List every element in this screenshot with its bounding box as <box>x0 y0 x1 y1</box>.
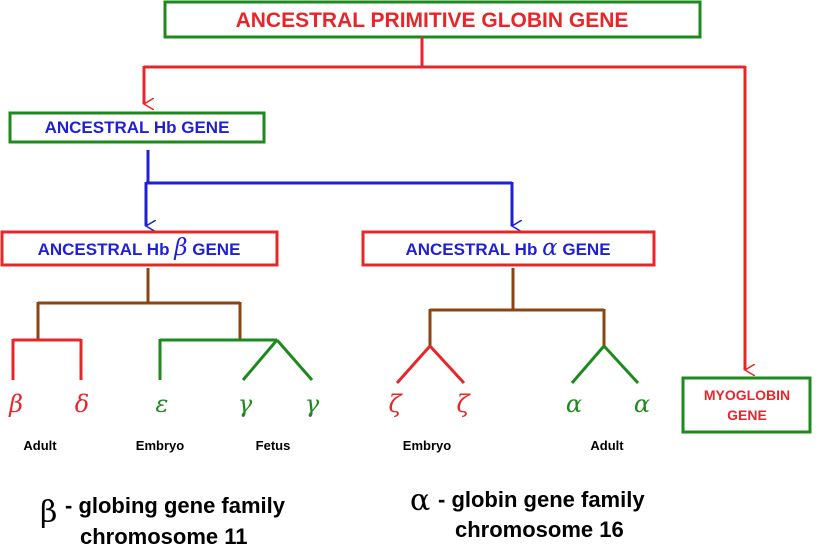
myoglobin-label-line1: MYOGLOBIN <box>704 387 790 403</box>
gamma1-gene-symbol: γ <box>238 390 253 418</box>
embryo-fetus-green-lines <box>158 338 314 381</box>
alpha1-gene-symbol: α <box>566 390 582 418</box>
zeta1-gene-symbol: ζ <box>388 390 403 418</box>
primitive-branch-lines <box>142 37 745 370</box>
gamma2-gene-symbol: γ <box>305 390 320 418</box>
beta-family-caption-symbol: β <box>40 495 57 530</box>
primitive-gene-box <box>163 0 702 39</box>
hb-beta-prefix: ANCESTRAL Hb <box>38 240 170 259</box>
beta-family-caption-line2: chromosome 11 <box>80 524 248 549</box>
hb-beta-suffix: GENE <box>192 240 240 259</box>
zeta-red-fork-lines <box>395 344 466 385</box>
alpha-adult-stage-label: Adult <box>590 438 624 453</box>
hb-alpha-prefix: ANCESTRAL Hb <box>405 240 537 259</box>
ancestral-hb-beta-gene-box <box>0 230 279 267</box>
delta-gene-symbol: δ <box>75 390 89 418</box>
alpha2-gene-symbol: α <box>634 390 650 418</box>
beta-embryo-stage-label: Embryo <box>136 438 184 453</box>
hb-beta-symbol: β <box>173 235 187 261</box>
ancestral-hb-alpha-gene-label: ANCESTRAL Hb α GENE <box>405 235 610 261</box>
beta-family-brown-lines <box>36 268 242 340</box>
adult-beta-delta-lines <box>11 338 83 380</box>
alpha-embryo-stage-label: Embryo <box>403 438 451 453</box>
myoglobin-label-line2: GENE <box>727 407 767 423</box>
beta-adult-stage-label: Adult <box>23 438 57 453</box>
epsilon-gene-symbol: ε <box>156 390 169 418</box>
alpha-family-caption-symbol: α <box>410 483 430 518</box>
alpha-family-caption-line1: - globin gene family <box>438 487 645 512</box>
ancestral-hb-gene-label: ANCESTRAL Hb GENE <box>45 118 230 137</box>
ancestral-hb-alpha-gene-box <box>361 230 656 267</box>
ancestral-hb-gene-box <box>8 111 266 144</box>
alpha-family-caption-line2: chromosome 16 <box>455 517 624 542</box>
beta-family-caption-line1: - globing gene family <box>65 493 286 518</box>
ancestral-hb-beta-gene-label: ANCESTRAL Hb β GENE <box>38 235 241 261</box>
hb-alpha-symbol: α <box>542 235 558 261</box>
myoglobin-gene-box <box>681 376 812 434</box>
hb-alpha-suffix: GENE <box>562 240 610 259</box>
alpha-family-brown-lines <box>428 268 606 346</box>
hb-branch-lines <box>144 150 512 226</box>
alpha-green-fork-lines <box>570 344 640 385</box>
primitive-gene-label: ANCESTRAL PRIMITIVE GLOBIN GENE <box>236 9 629 32</box>
beta-gene-symbol: β <box>8 390 23 418</box>
beta-fetus-stage-label: Fetus <box>256 438 291 453</box>
zeta2-gene-symbol: ζ <box>456 390 471 418</box>
